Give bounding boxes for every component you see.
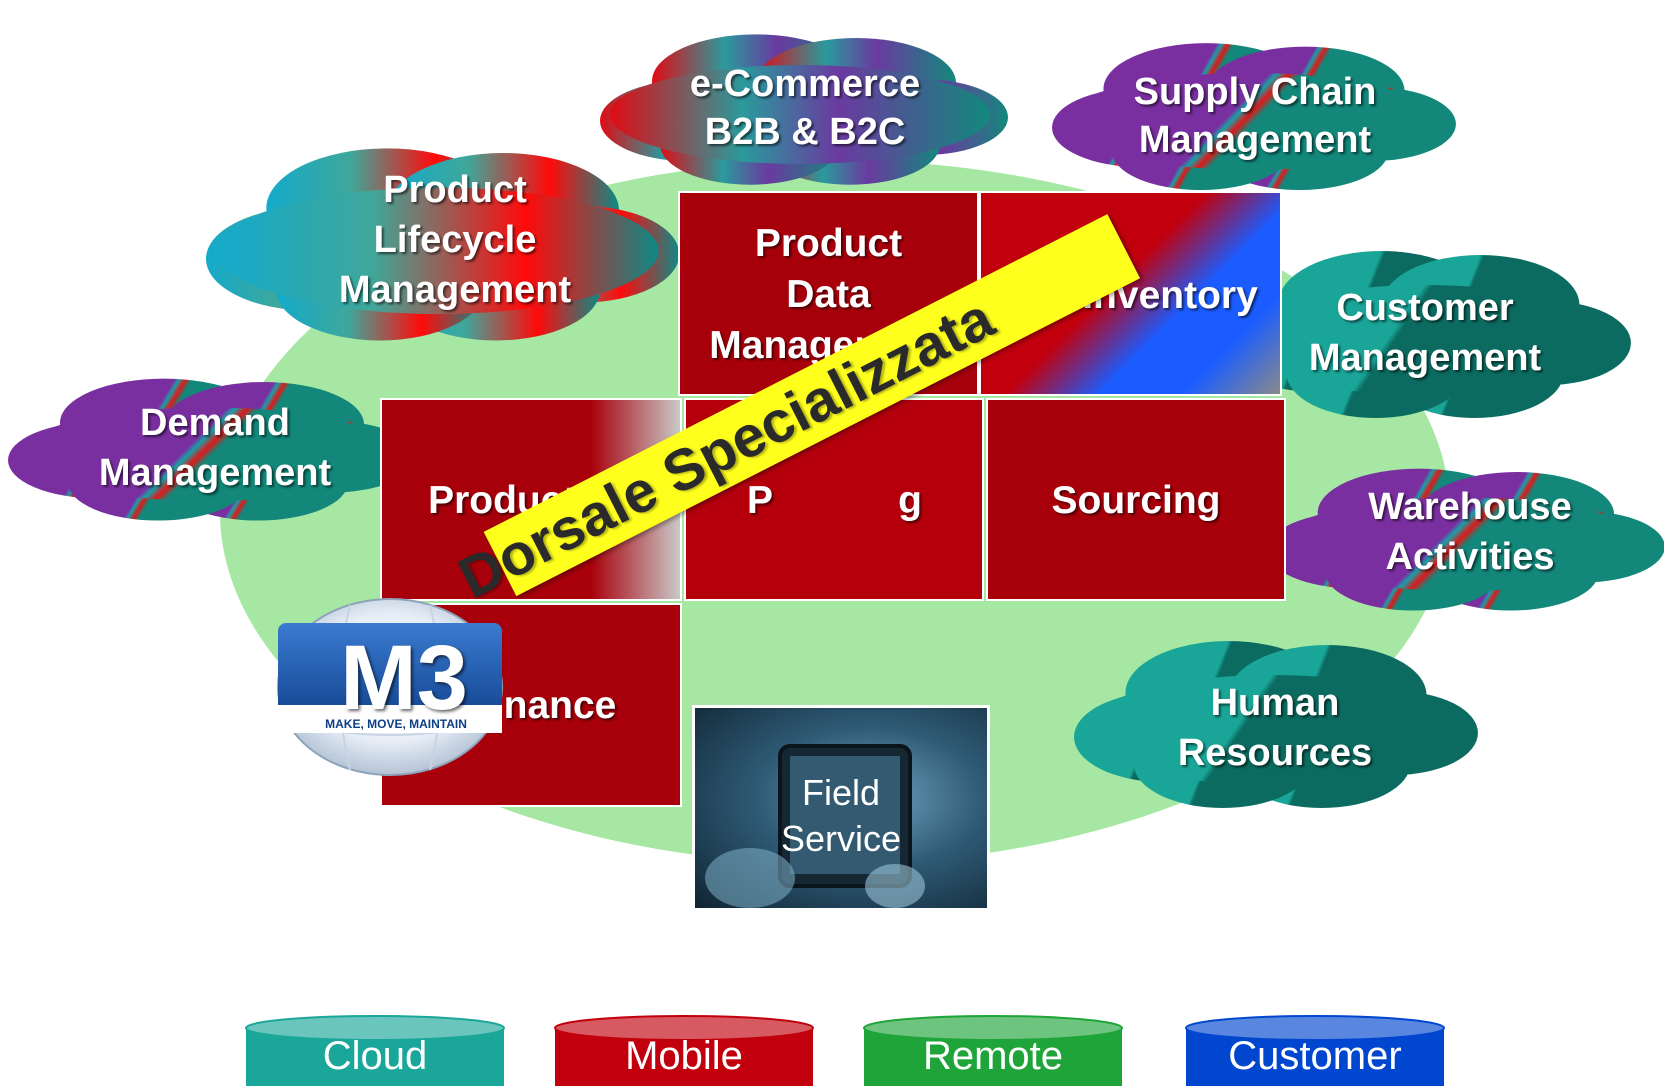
database-remote-cap <box>863 1015 1123 1041</box>
database-remote-label: Remote <box>922 1034 1064 1078</box>
tablet-illustration <box>705 744 925 908</box>
database-customer-cap <box>1185 1015 1445 1041</box>
module-planning-label: g <box>898 479 922 522</box>
field-service-label: Field Service <box>780 772 902 859</box>
m3-logo-text: M3 <box>340 627 468 729</box>
m3-logo-tagline: MAKE, MOVE, MAINTAIN <box>325 717 467 731</box>
database-mobile-label: Mobile <box>625 1034 743 1078</box>
module-sourcing <box>986 398 1286 601</box>
module-maintenance-label: nance <box>503 684 617 727</box>
module-sourcing-label: Sourcing <box>1051 479 1221 522</box>
module-planning-label-left: P <box>746 479 773 522</box>
database-mobile-cap <box>554 1015 814 1041</box>
database-cloud-cap <box>245 1015 505 1041</box>
m3-logo <box>277 598 503 776</box>
field-service-tile: Field Service <box>692 705 990 911</box>
database-cloud-label: Cloud <box>322 1034 428 1078</box>
database-customer-label: Customer <box>1228 1034 1402 1078</box>
